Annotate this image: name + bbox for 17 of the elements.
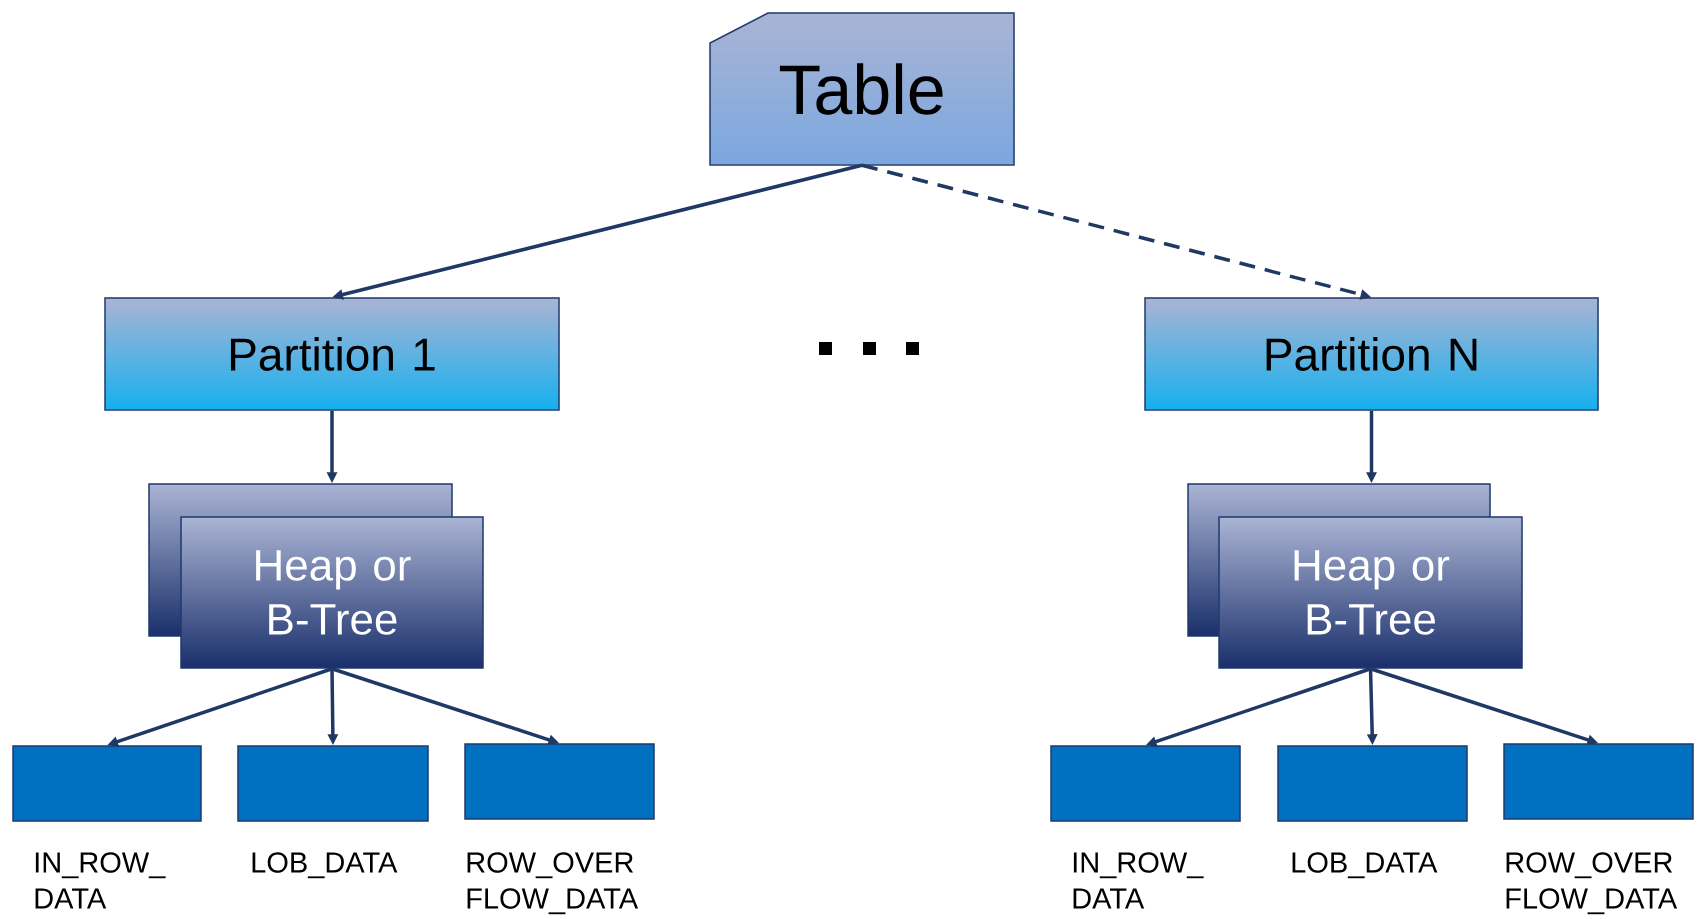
heap-box: Heap or B-Tree (1218, 516, 1523, 669)
box-caption: ROW_OVER FLOW_DATA (467, 852, 639, 915)
partition-box: Partition 1 (104, 297, 560, 411)
data-box (1503, 743, 1694, 820)
table-box: Table (709, 12, 1015, 166)
partition-box: Partition N (1144, 297, 1599, 411)
box-caption: IN_ROW_ DATA (35, 852, 166, 909)
data-box (237, 745, 429, 822)
data-box (1277, 745, 1468, 822)
heap-box: Heap or B-Tree (180, 516, 484, 669)
data-box (1050, 745, 1241, 822)
box-caption: LOB_DATA (252, 852, 398, 879)
data-box (12, 745, 202, 822)
data-box (464, 743, 655, 820)
box-caption: ROW_OVER FLOW_DATA (1506, 852, 1678, 915)
box-caption: IN_ROW_ DATA (1073, 852, 1204, 909)
box-caption: LOB_DATA (1292, 852, 1438, 879)
